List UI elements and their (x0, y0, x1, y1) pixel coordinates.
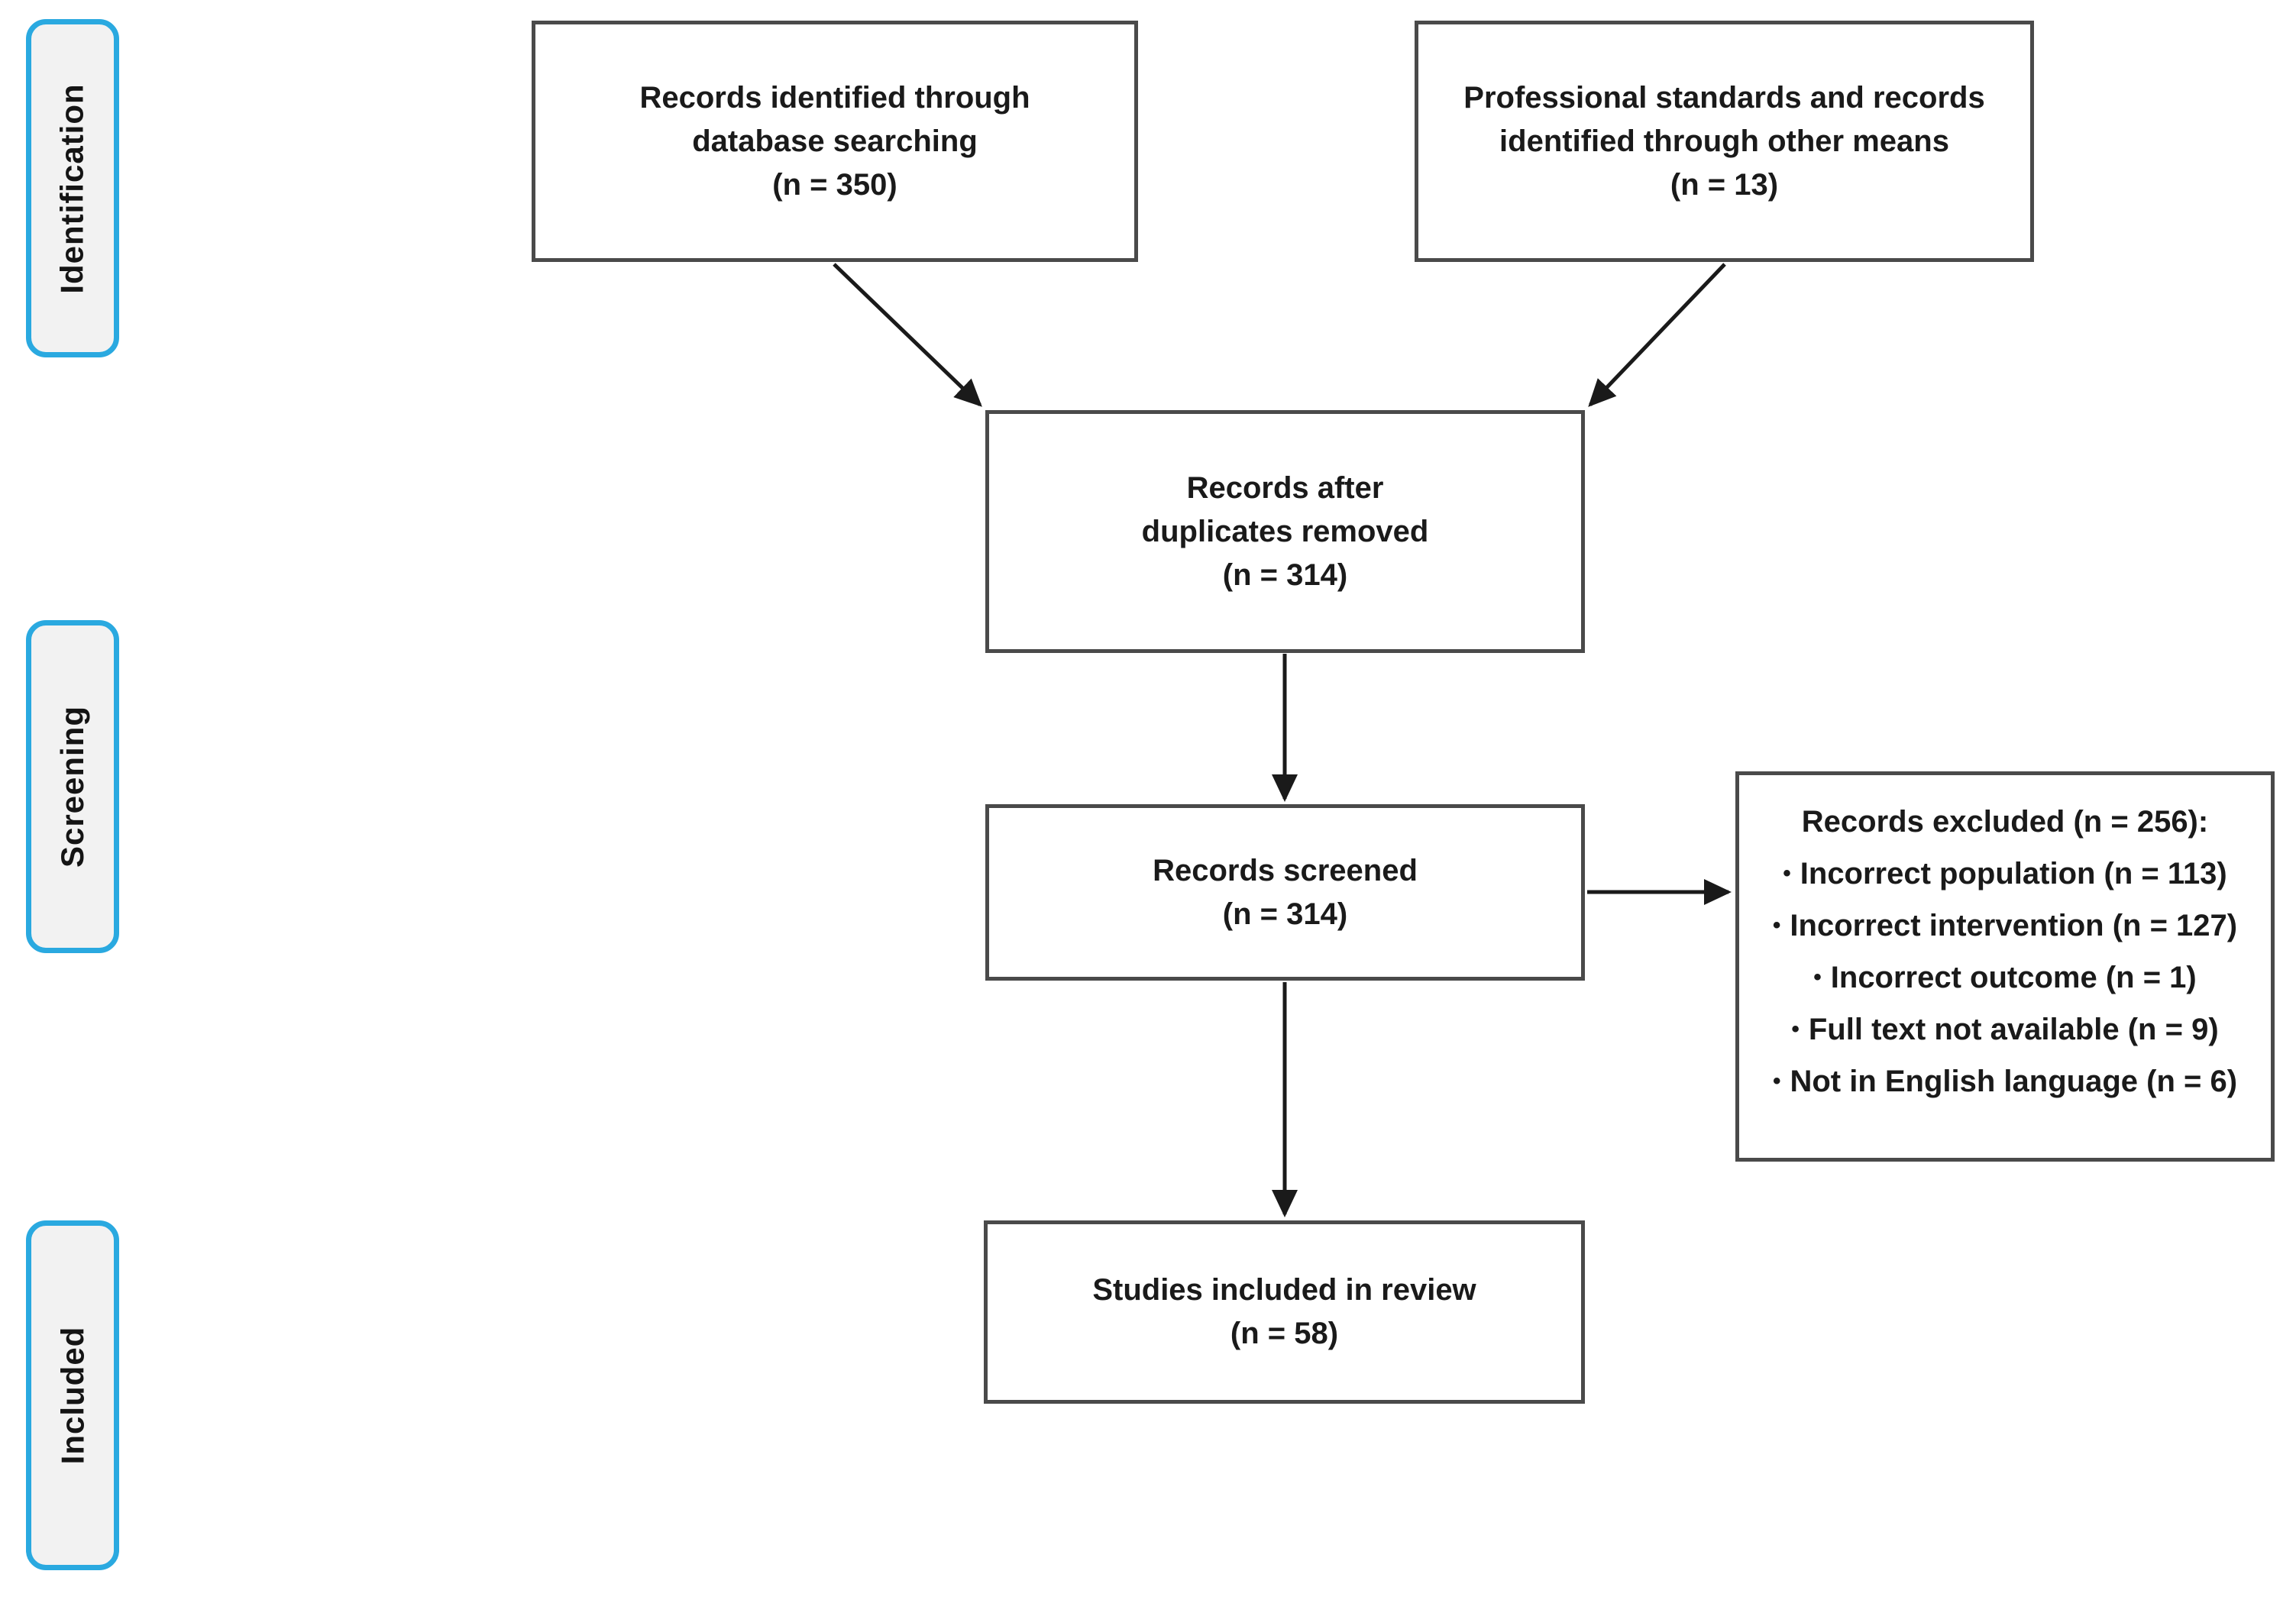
box-studies-included: Studies included in review (n = 58) (984, 1220, 1585, 1404)
bullet-icon: • (1791, 1017, 1800, 1042)
stage-label-text: Included (54, 1326, 90, 1465)
box-records-excluded: Records excluded (n = 256): • Incorrect p… (1735, 771, 2275, 1162)
box-line: identified through other means (1499, 124, 1949, 158)
stage-label-identification: Identification (26, 19, 119, 357)
excluded-item-text: Incorrect intervention (n = 127) (1790, 909, 2238, 942)
stage-label-text: Identification (54, 82, 90, 294)
excluded-item: • Not in English language (n = 6) (1773, 1055, 2237, 1107)
excluded-item-text: Not in English language (n = 6) (1790, 1065, 2238, 1098)
box-line: Studies included in review (1092, 1273, 1476, 1307)
box-duplicates-removed: Records after duplicates removed (n = 31… (985, 410, 1585, 653)
bullet-icon: • (1783, 861, 1791, 886)
arrow-identified-to-dedup (833, 263, 982, 407)
box-other-sources: Professional standards and records ident… (1415, 21, 2034, 262)
box-line: database searching (692, 124, 978, 158)
excluded-item: • Incorrect outcome (n = 1) (1813, 952, 2197, 1004)
excluded-item: • Incorrect population (n = 113) (1783, 848, 2227, 900)
bullet-icon: • (1772, 913, 1781, 938)
box-count: (n = 314) (1222, 897, 1348, 931)
box-records-identified: Records identified through database sear… (532, 21, 1138, 262)
box-line: Records after (1186, 470, 1384, 505)
box-count: (n = 314) (1222, 558, 1348, 592)
stage-label-screening: Screening (26, 620, 119, 953)
bullet-icon: • (1813, 965, 1822, 990)
bullet-icon: • (1772, 1068, 1781, 1094)
excluded-title: Records excluded (n = 256): (1801, 805, 2209, 839)
box-line: duplicates removed (1141, 514, 1429, 548)
box-records-screened: Records screened (n = 314) (985, 804, 1585, 981)
excluded-item-text: Incorrect outcome (n = 1) (1830, 961, 2197, 994)
stage-label-text: Screening (54, 705, 91, 868)
excluded-item-text: Incorrect population (n = 113) (1800, 857, 2227, 891)
box-count: (n = 13) (1670, 167, 1779, 202)
excluded-item: • Full text not available (n = 9) (1791, 1004, 2218, 1055)
box-line: Professional standards and records (1463, 80, 1985, 115)
arrow-other-to-dedup (1588, 263, 1726, 407)
excluded-item: • Incorrect intervention (n = 127) (1773, 900, 2237, 952)
box-line: Records identified through (639, 80, 1030, 115)
box-count: (n = 58) (1230, 1317, 1339, 1350)
box-line: Records screened (1153, 853, 1418, 887)
stage-label-included: Included (26, 1220, 119, 1570)
excluded-item-text: Full text not available (n = 9) (1808, 1013, 2219, 1046)
box-count: (n = 350) (772, 167, 897, 202)
